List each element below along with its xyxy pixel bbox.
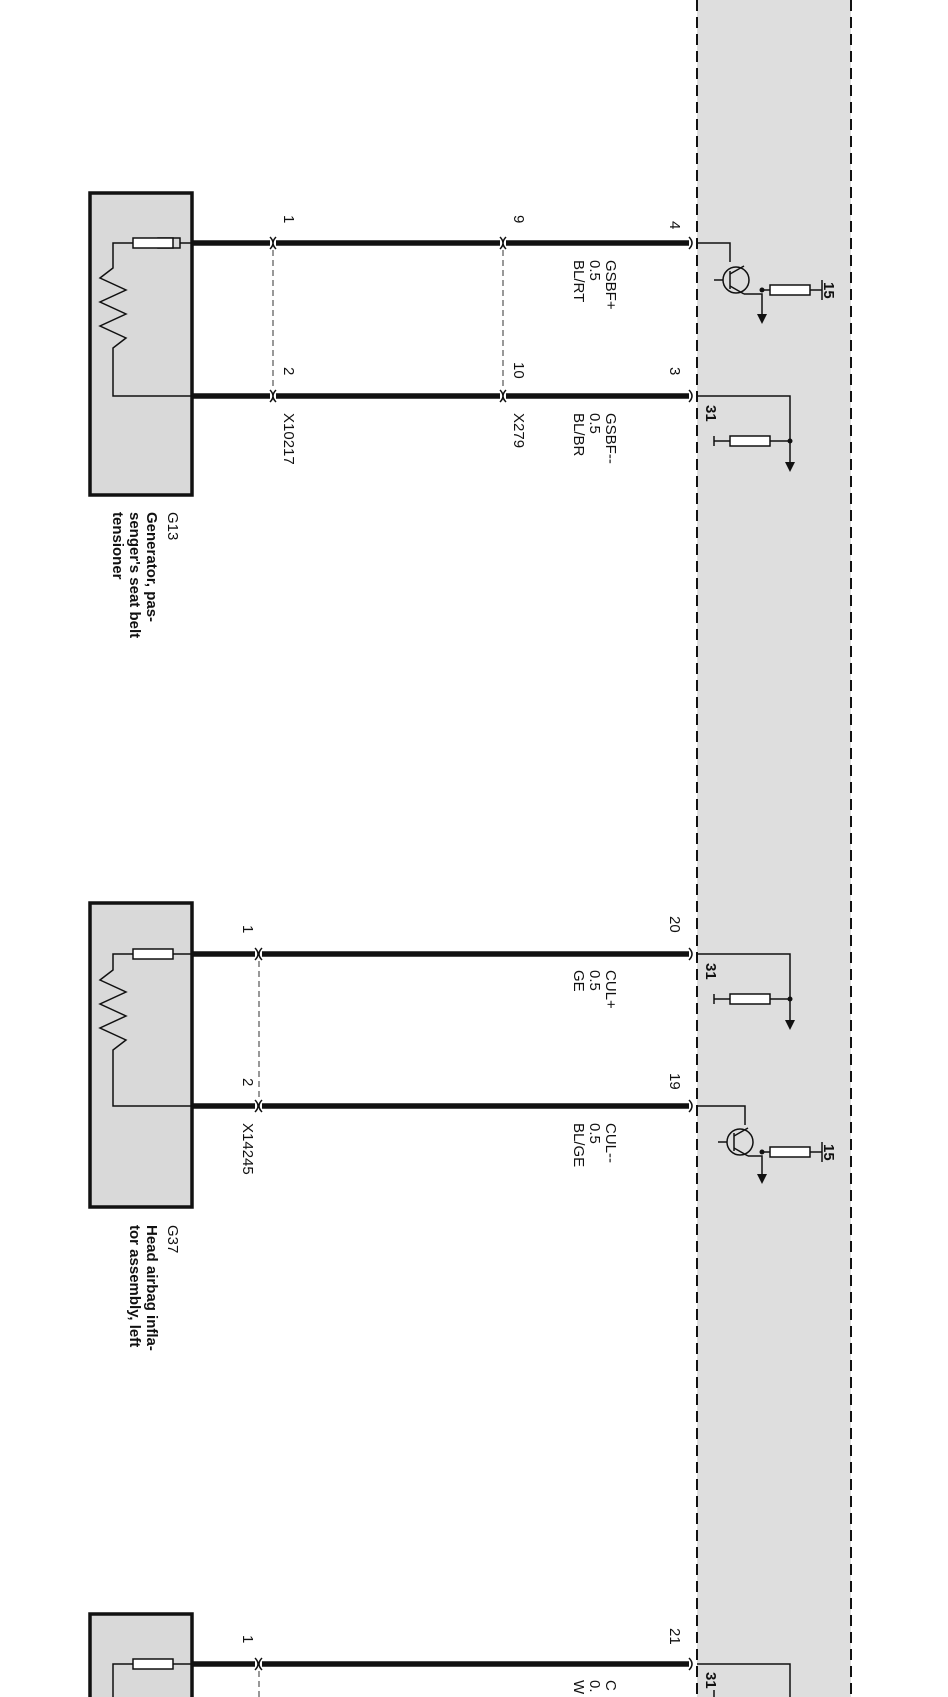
pin-label-19: 19 (666, 1073, 683, 1090)
ground-arrow-icon (757, 1174, 767, 1184)
resistor-icon (729, 993, 771, 1005)
component-box-3 (88, 1612, 194, 1697)
wire-color: BL/RT (570, 260, 587, 302)
control-unit-body (697, 0, 851, 1697)
wire-label-cul-minus: CUL-- 0.5 BL/GE (570, 1123, 619, 1167)
transistor-driver-1 (697, 242, 823, 324)
inline-pin-9: 9 (510, 215, 527, 223)
igniter-zigzag-icon (98, 953, 192, 1107)
wire-color: BL/BR (570, 413, 587, 457)
igniter-lead-icon (112, 1663, 133, 1697)
wire-signal: GSBF-- (602, 413, 619, 464)
component-description-line: tensioner (109, 512, 126, 580)
resistor-icon (729, 435, 771, 447)
connector-label-x14245: X14245 (239, 1123, 256, 1175)
connector-pin-1: 1 (239, 925, 256, 933)
resistor-icon (769, 1146, 811, 1158)
connector-symbols (254, 236, 693, 1671)
connector-pin-2: 2 (239, 1078, 256, 1086)
pin-label-20: 20 (666, 916, 683, 933)
resistor-icon (769, 284, 811, 296)
wire-color: GE (570, 970, 587, 992)
transistor-driver-2 (697, 1105, 823, 1184)
wire-signal: GSBF+ (602, 260, 619, 310)
wire-signal: CUL+ (602, 970, 619, 1009)
wire-color: W (570, 1680, 587, 1695)
ground-label-31: 31 (702, 405, 719, 422)
component-description-line: senger's seat belt (126, 512, 143, 638)
connector-housings (258, 250, 504, 1697)
igniter-zigzag-icon (98, 242, 192, 397)
component-description-line: tor assembly, left (126, 1225, 143, 1347)
wire-size: 0. (586, 1680, 603, 1693)
wire-label-cul-plus: CUL+ 0.5 GE (570, 970, 619, 1009)
ground-label-31: 31 (702, 1672, 719, 1689)
pin-label-3: 3 (666, 367, 683, 375)
component-id: G37 (164, 1225, 181, 1253)
wire-signal: CUL-- (602, 1123, 619, 1163)
component-label-g37: G37 Head airbag infla- tor assembly, lef… (126, 1225, 181, 1351)
component-3 (88, 1612, 194, 1697)
component-label-g13: G13 Generator, pas- senger's seat belt t… (109, 512, 181, 638)
component-id: G13 (164, 512, 181, 540)
connector-pin-2: 2 (280, 367, 297, 375)
connector-pin-1: 1 (239, 1635, 256, 1643)
resistor-icon (132, 948, 174, 960)
connector-pin-1: 1 (280, 215, 297, 223)
ground-path-3 (697, 1663, 791, 1697)
wire-label-gsbf-plus: GSBF+ 0.5 BL/RT (570, 260, 619, 310)
control-unit (696, 0, 852, 1697)
component-description-line: Head airbag infla- (143, 1225, 160, 1351)
wire-label-c: C 0. W (570, 1680, 619, 1695)
ground-label-31: 31 (702, 963, 719, 980)
ground-path-2 (697, 953, 795, 1030)
inline-pin-10: 10 (510, 362, 527, 379)
pin-label-21: 21 (666, 1628, 683, 1645)
ground-arrow-icon (785, 1020, 795, 1030)
component-g37 (88, 901, 194, 1209)
wire-signal: C (602, 1680, 619, 1691)
wire-label-gsbf-minus: GSBF-- 0.5 BL/BR (570, 413, 619, 464)
supply-label-15: 15 (820, 1144, 837, 1161)
resistor-icon (132, 1658, 174, 1670)
component-g13 (88, 191, 194, 497)
connector-label-x279: X279 (510, 413, 527, 448)
component-description-line: Generator, pas- (143, 512, 160, 622)
pin-label-4: 4 (666, 221, 683, 229)
resistor-icon (132, 237, 174, 249)
wire-size: 0.5 (586, 970, 603, 991)
ground-path-1 (697, 395, 795, 472)
ground-arrow-icon (785, 462, 795, 472)
wire-size: 0.5 (586, 260, 603, 281)
ground-arrow-icon (757, 314, 767, 324)
wire-color: BL/GE (570, 1123, 587, 1167)
wire-size: 0.5 (586, 413, 603, 434)
wire-size: 0.5 (586, 1123, 603, 1144)
supply-label-15: 15 (820, 282, 837, 299)
connector-label-x10217: X10217 (280, 413, 297, 465)
